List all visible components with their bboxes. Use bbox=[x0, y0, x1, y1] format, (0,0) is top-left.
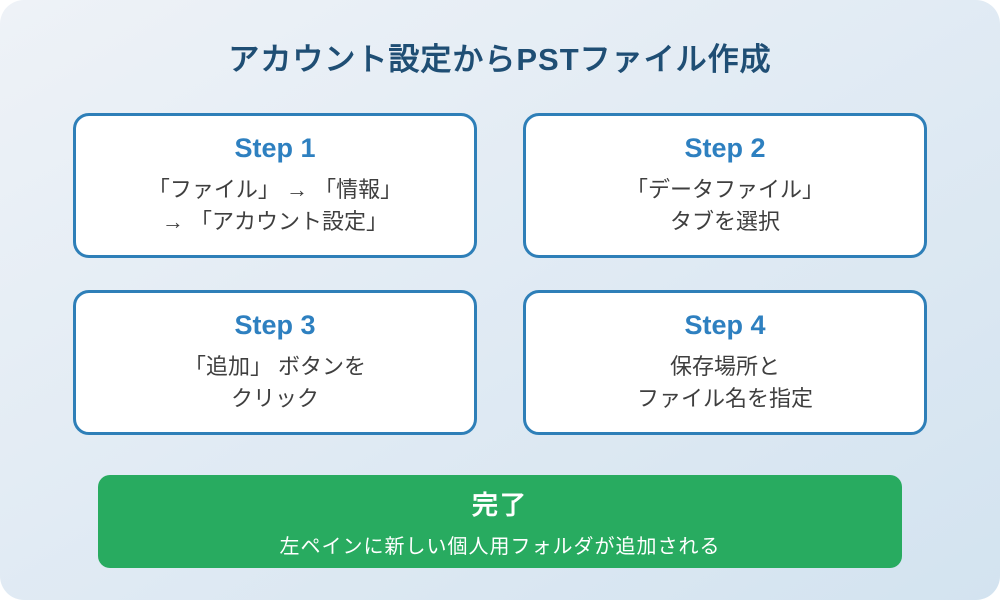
step-4-label: Step 4 bbox=[684, 310, 766, 340]
step-4-line-2: ファイル名を指定 bbox=[636, 386, 813, 411]
step-card-3: Step 3 「追加」 ボタンを クリック bbox=[73, 290, 477, 435]
result-banner: 完了 左ペインに新しい個人用フォルダが追加される bbox=[98, 475, 902, 568]
page-title: アカウント設定からPSTファイル作成 bbox=[228, 42, 772, 77]
steps-grid: Step 1 「ファイル」 → 「情報」 → 「アカウント設定」 Step 2 … bbox=[73, 113, 927, 435]
step-3-body: 「追加」 ボタンを クリック bbox=[184, 351, 366, 415]
result-description: 左ペインに新しい個人用フォルダが追加される bbox=[279, 535, 721, 558]
step-card-1: Step 1 「ファイル」 → 「情報」 → 「アカウント設定」 bbox=[73, 113, 477, 258]
step-3-label: Step 3 bbox=[234, 310, 316, 340]
step-1-line-2: → 「アカウント設定」 bbox=[161, 209, 389, 234]
step-1-body: 「ファイル」 → 「情報」 → 「アカウント設定」 bbox=[148, 174, 402, 238]
step-4-line-1: 保存場所と bbox=[669, 354, 780, 379]
step-2-line-2: タブを選択 bbox=[669, 209, 780, 234]
step-4-body: 保存場所と ファイル名を指定 bbox=[637, 351, 813, 415]
step-3-line-2: クリック bbox=[230, 386, 319, 411]
step-card-2: Step 2 「データファイル」 タブを選択 bbox=[523, 113, 927, 258]
step-3-line-1: 「追加」 ボタンを bbox=[183, 354, 367, 379]
step-1-line-1: 「ファイル」 → 「情報」 bbox=[147, 177, 403, 202]
step-1-label: Step 1 bbox=[234, 133, 316, 163]
step-2-line-1: 「データファイル」 bbox=[625, 177, 824, 202]
step-2-label: Step 2 bbox=[684, 133, 766, 163]
step-card-4: Step 4 保存場所と ファイル名を指定 bbox=[523, 290, 927, 435]
step-2-body: 「データファイル」 タブを選択 bbox=[626, 174, 824, 238]
result-title: 完了 bbox=[471, 489, 528, 520]
